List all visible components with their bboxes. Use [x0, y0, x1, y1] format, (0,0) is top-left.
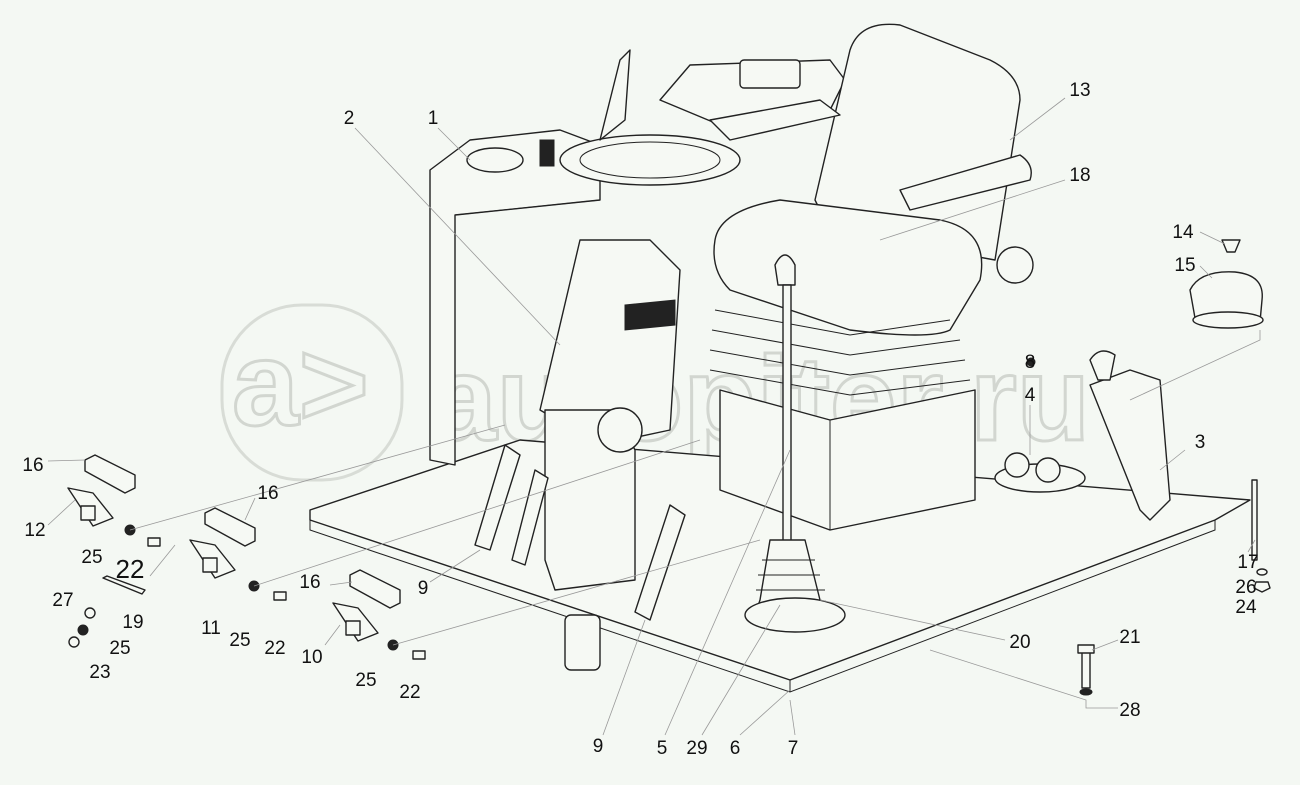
callout-number: 11: [201, 618, 221, 639]
control-lever: [744, 254, 846, 633]
callout-number: 4: [1025, 385, 1036, 406]
callout-number: 7: [788, 738, 799, 759]
callout-number: 25: [355, 670, 376, 691]
callout-number: 19: [122, 612, 143, 633]
pedal-brackets: [474, 444, 686, 621]
callout-number: 13: [1069, 80, 1090, 101]
callout-number: 9: [593, 736, 604, 757]
callout-number: 10: [301, 647, 322, 668]
callout-number: 24: [1235, 597, 1257, 618]
filter-cover: [1189, 239, 1264, 329]
mounting-hardware: [67, 454, 426, 660]
callout-number: 22: [116, 554, 145, 584]
callout-number: 16: [22, 455, 43, 476]
callout-number: 15: [1174, 255, 1195, 276]
callout-number: 17: [1237, 552, 1258, 573]
callout-number: 18: [1069, 165, 1090, 186]
callout-number: 3: [1195, 432, 1206, 453]
callout-number: 9: [418, 578, 429, 599]
callout-number: 20: [1009, 632, 1030, 653]
svg-text:a>: a>: [232, 317, 369, 451]
callout-number: 5: [657, 738, 668, 759]
callout-number: 25: [229, 630, 250, 651]
callout-number: 23: [89, 662, 110, 683]
callout-number: 22: [399, 682, 420, 703]
callout-number: 28: [1119, 700, 1140, 721]
joystick-console: [1089, 350, 1171, 521]
callout-number: 1: [428, 108, 439, 129]
leader-lines: [47, 97, 1261, 736]
callout-number: 25: [81, 547, 102, 568]
callout-number: 22: [264, 638, 285, 659]
callout-number: 14: [1172, 222, 1194, 243]
control-knobs: [994, 357, 1086, 493]
callout-number: 26: [1235, 577, 1256, 598]
callout-number: 2: [344, 108, 355, 129]
steering-column: [539, 49, 741, 671]
seat-suspension-bellows: [709, 309, 971, 396]
callout-number: 12: [24, 520, 45, 541]
callout-number: 6: [730, 738, 741, 759]
callout-number: 25: [109, 638, 130, 659]
tie-rod: [1251, 479, 1271, 593]
bolt-and-washer: [1077, 644, 1095, 696]
callout-number: 16: [299, 572, 320, 593]
callout-number: 8: [1025, 352, 1036, 373]
callout-number: 27: [52, 590, 73, 611]
callout-number: 16: [257, 483, 278, 504]
callout-number: 29: [686, 738, 707, 759]
callout-number: 21: [1119, 627, 1140, 648]
